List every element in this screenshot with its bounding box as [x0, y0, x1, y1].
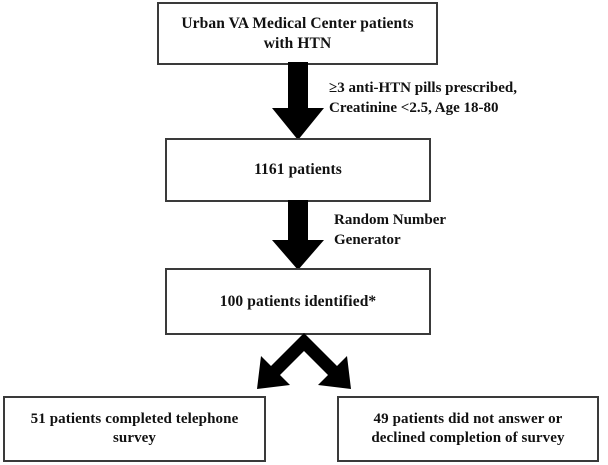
flow-node-identified-sample: 100 patients identified*: [165, 268, 431, 335]
flow-node-eligible-cohort: 1161 patients: [165, 138, 431, 202]
flow-node-survey-completed-label: 51 patients completed telephone survey: [30, 410, 239, 446]
flow-node-survey-declined: 49 patients did not answer or declined c…: [337, 396, 599, 462]
flow-node-survey-completed: 51 patients completed telephone survey: [3, 396, 266, 462]
flow-node-eligible-cohort-label: 1161 patients: [254, 161, 342, 179]
flow-node-source-population: Urban VA Medical Center patients with HT…: [157, 2, 438, 65]
flow-node-source-population-label: Urban VA Medical Center patients with HT…: [181, 14, 414, 52]
down-arrow-icon-randomization: [272, 200, 324, 270]
down-arrow-icon-screening: [272, 62, 324, 140]
edge-label-randomization-method: Random Number Generator: [334, 212, 447, 248]
flow-node-survey-declined-label: 49 patients did not answer or declined c…: [371, 410, 565, 446]
edge-label-screening-criteria: ≥3 anti-HTN pills prescribed, Creatinine…: [329, 80, 517, 116]
split-arrow-icon-outcomes: [257, 333, 351, 389]
flow-node-identified-sample-label: 100 patients identified*: [219, 292, 377, 310]
